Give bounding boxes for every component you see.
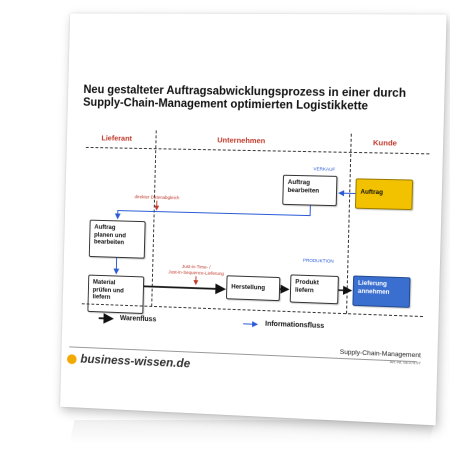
ware-arrow-material-to-herstellung — [144, 286, 224, 289]
page-shadow-reflection — [69, 420, 435, 444]
document-sheet: Neu gestalteter Auftragsabwicklungsproze… — [60, 13, 446, 425]
document-preview: Neu gestalteter Auftragsabwicklungsproze… — [60, 13, 446, 425]
info-arrow-verkauf-to-planung — [118, 201, 311, 224]
legend-info-arrow — [243, 321, 258, 328]
legend-ware-arrow — [99, 318, 112, 319]
flow-arrows — [60, 13, 446, 425]
legend-warenfluss: Warenfluss — [119, 315, 157, 324]
